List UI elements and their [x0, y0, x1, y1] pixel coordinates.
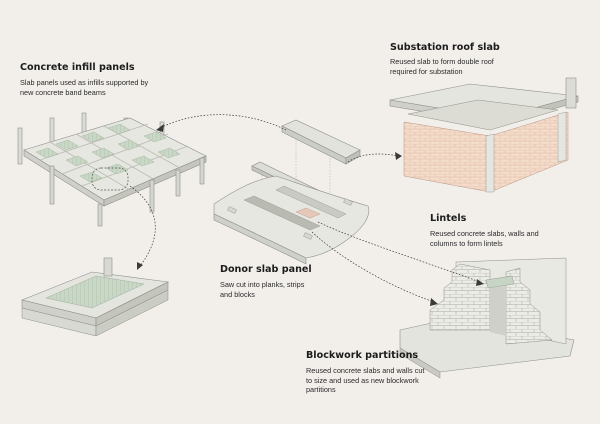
arrow-to-blockwork [311, 231, 435, 303]
blockwork-description-line: Reused concrete slabs and walls cut [306, 366, 425, 375]
substation-illustration [389, 77, 579, 193]
arrow-to-substation [347, 153, 399, 163]
arrowhead-lintels [476, 279, 484, 286]
infill-description-line: Slab panels used as infills supported by [20, 78, 149, 87]
arrowhead-blockwork [430, 298, 438, 306]
blockwork-illustration [399, 257, 575, 379]
blockwork-title: Blockwork partitions [306, 350, 419, 361]
lintels-description: Reused concrete slabs, walls and columns… [430, 229, 539, 248]
substation-description-line: required for substation [390, 66, 463, 76]
arrow-to-lintels [317, 221, 481, 283]
connector-arrows [129, 114, 481, 303]
substation-description: Reused slab to form double roof required… [390, 57, 494, 76]
blockwork-description-line: partitions [306, 385, 336, 395]
lintels-description-line: Reused concrete slabs, walls and [430, 229, 539, 238]
arrow-infill-detail [129, 185, 156, 267]
donor-description-line: and blocks [220, 289, 255, 299]
arrow-to-infill [159, 114, 287, 131]
infill-panels-illustration [17, 112, 207, 227]
donor-title: Donor slab panel [220, 264, 312, 275]
lintels-title: Lintels [430, 213, 467, 224]
blockwork-description-line: to size and used as new blockwork [306, 375, 419, 385]
infill-detail-illustration [21, 257, 170, 337]
substation-title: Substation roof slab [390, 42, 500, 53]
arrowhead-infill [156, 124, 164, 132]
lintels-description-line: columns to form lintels [430, 238, 503, 248]
donor-slab-illustration [213, 119, 370, 265]
arrowhead-detail [137, 262, 143, 270]
infill-description-line: new concrete band beams [20, 87, 106, 97]
arrowhead-substation [395, 152, 402, 160]
blockwork-description: Reused concrete slabs and walls cut to s… [306, 366, 424, 395]
donor-description: Saw cut into planks, strips and blocks [220, 280, 304, 299]
donor-description-line: Saw cut into planks, strips [220, 280, 305, 289]
infill-description: Slab panels used as infills supported by… [20, 78, 148, 97]
substation-description-line: Reused slab to form double roof [390, 57, 494, 66]
infill-title: Concrete infill panels [20, 62, 135, 73]
